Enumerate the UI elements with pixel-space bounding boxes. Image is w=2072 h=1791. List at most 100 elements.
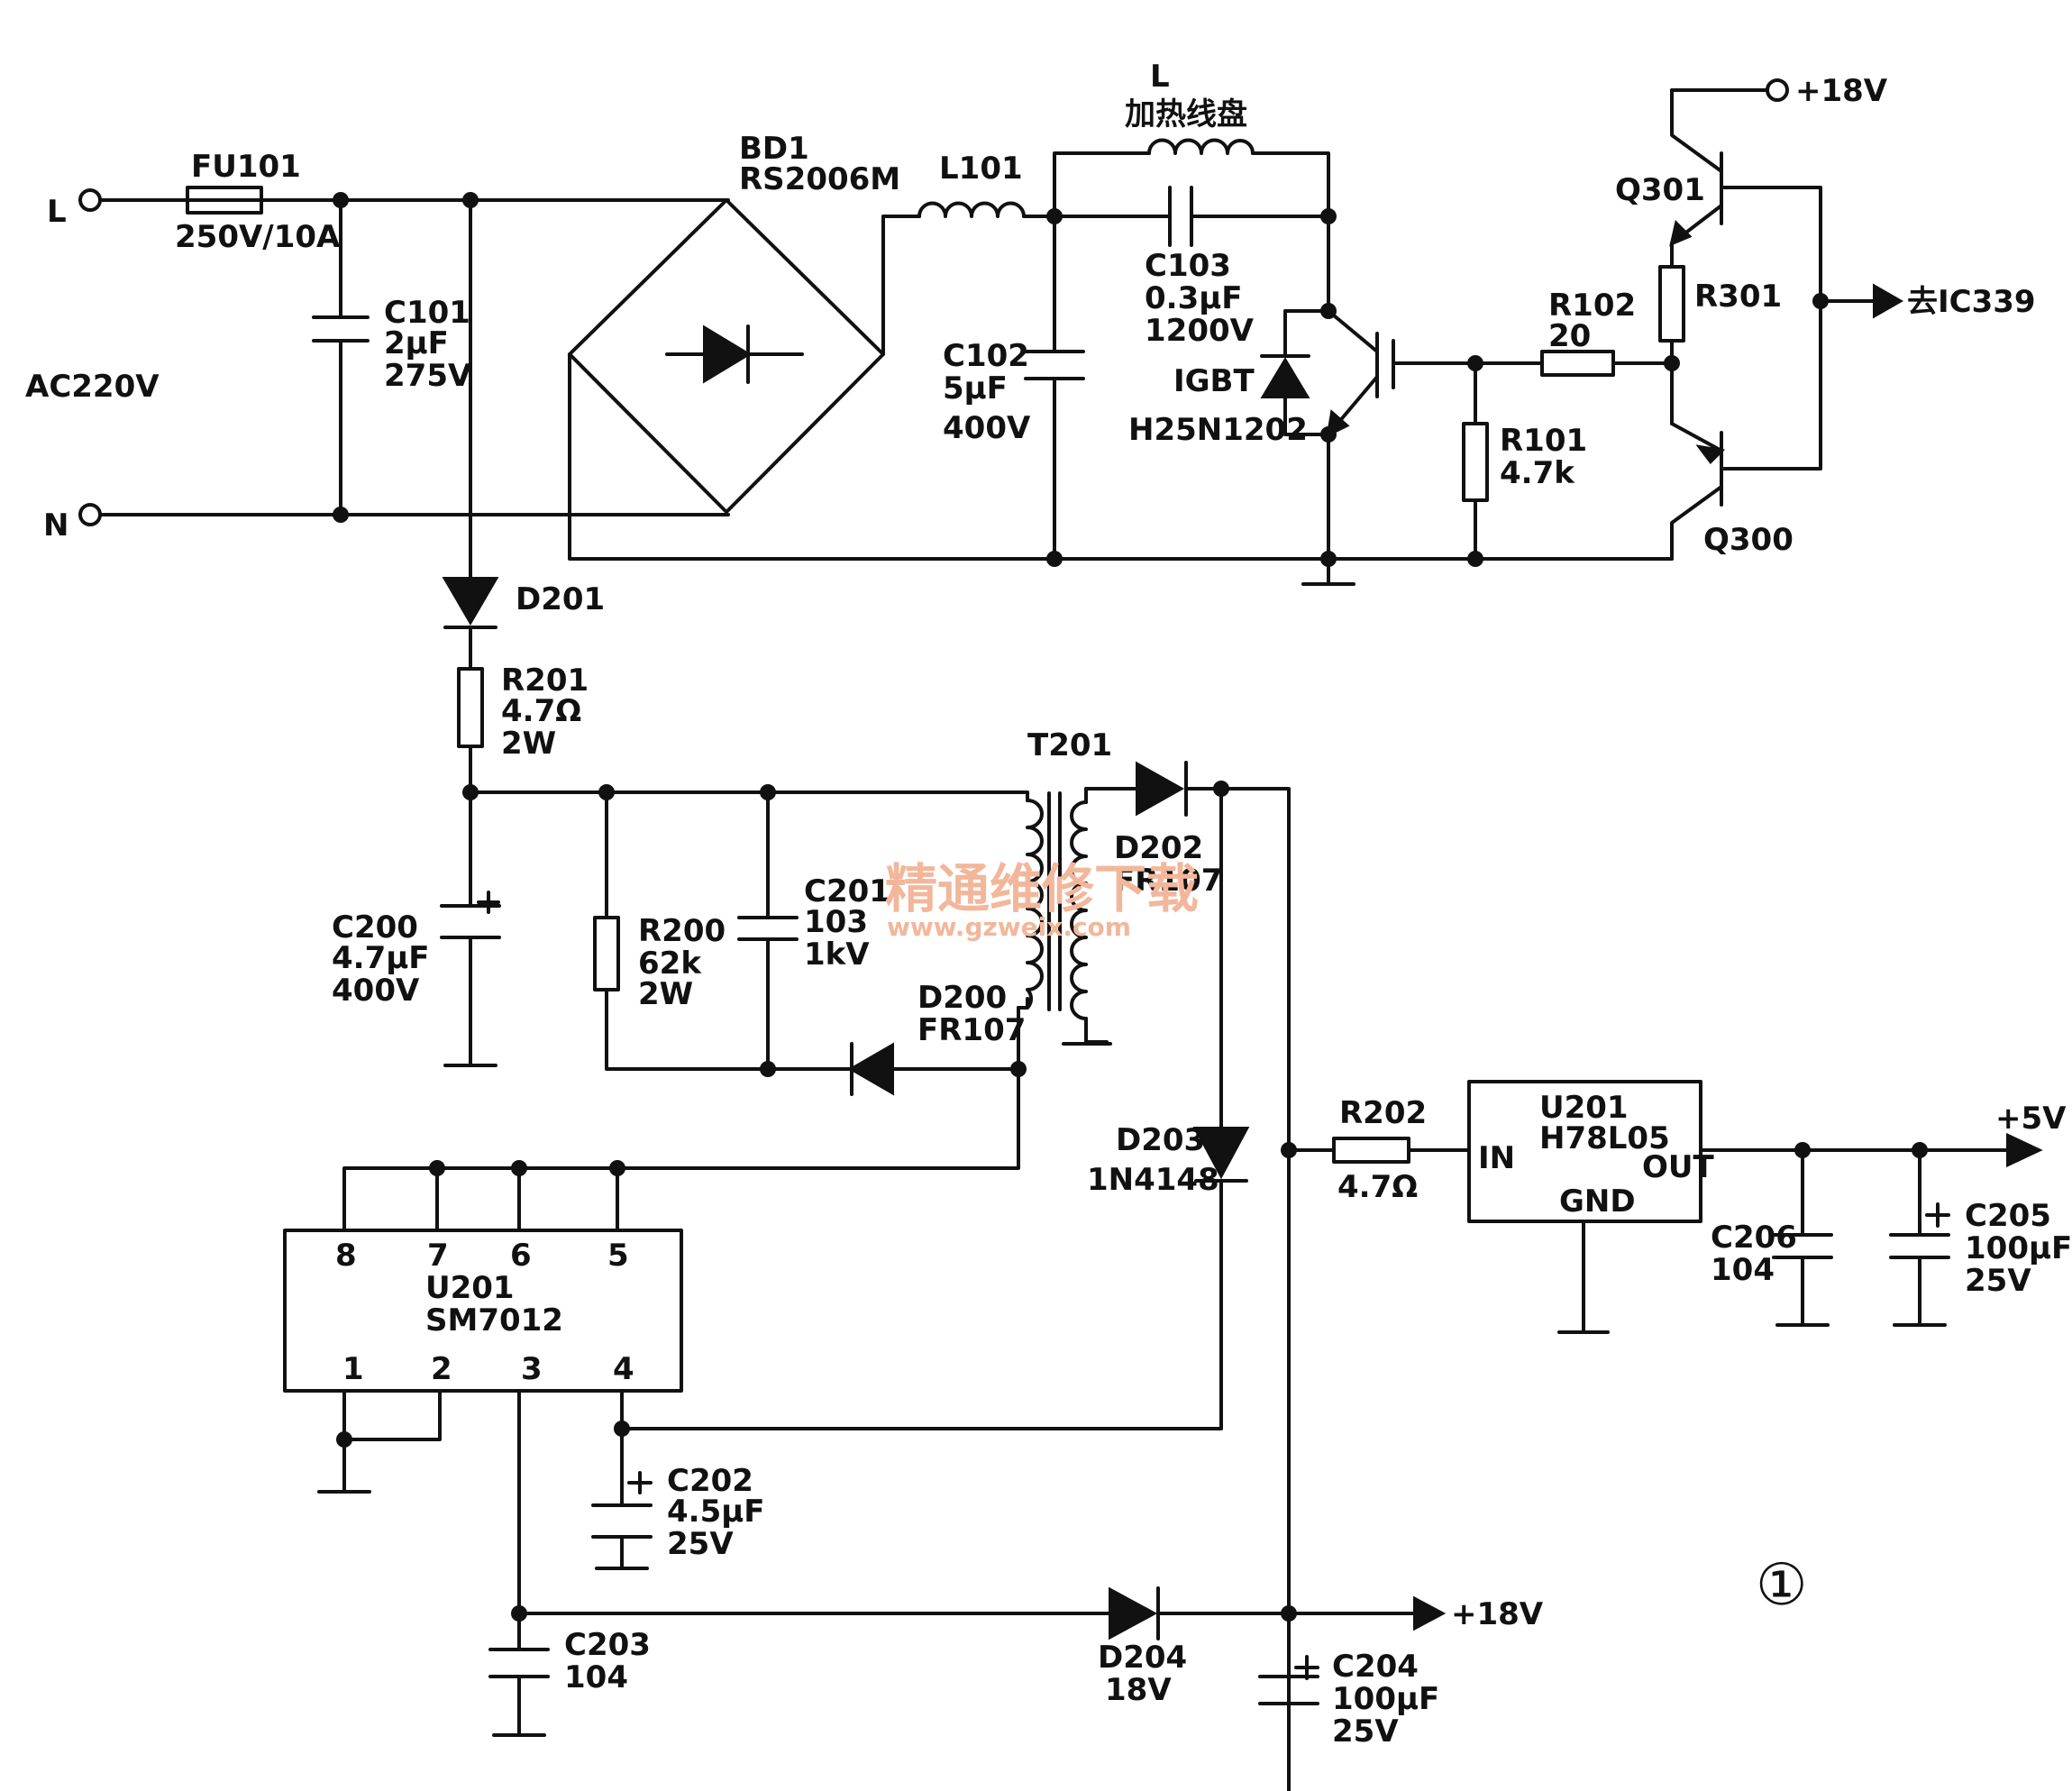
wires [99,88,2010,1791]
svg-text:D204: D204 [1098,1640,1187,1676]
capacitor-c205: C205 100μF 25V [1889,1198,2072,1327]
inductor-l101: L101 [917,151,1026,218]
svg-text:104: 104 [564,1659,628,1695]
svg-text:25V: 25V [1965,1263,2031,1299]
svg-text:SM7012: SM7012 [425,1302,563,1339]
svg-text:RS2006M: RS2006M [739,161,900,197]
svg-text:4.7Ω: 4.7Ω [1337,1169,1418,1205]
svg-text:BD1: BD1 [739,131,809,167]
svg-text:4.5μF: 4.5μF [667,1494,764,1530]
svg-text:R102: R102 [1548,288,1636,324]
resistor-r202: R202 4.7Ω [1332,1095,1427,1205]
svg-text:C101: C101 [384,295,470,331]
svg-text:D203: D203 [1116,1122,1205,1158]
capacitor-c103: C103 0.3μF 1200V [1145,186,1255,349]
supply-18v-arrow: +18V [1413,1595,1544,1632]
svg-text:1: 1 [342,1351,364,1387]
diode-d201: D201 [442,577,605,629]
resistor-r200: R200 62k 2W [593,913,726,1012]
svg-text:C200: C200 [332,909,418,946]
svg-text:C205: C205 [1965,1198,2051,1234]
svg-text:5: 5 [607,1238,629,1274]
resistor-r101: R101 4.7k [1462,422,1587,502]
capacitor-c202: C202 4.5μF 25V [591,1463,764,1570]
terminal-l: L [47,188,102,230]
svg-text:2: 2 [431,1351,452,1387]
capacitor-c101: C101 2μF 275V [312,295,472,394]
svg-text:FR107: FR107 [1114,863,1222,899]
svg-text:T201: T201 [1027,727,1112,763]
svg-text:R201: R201 [501,662,589,699]
diode-d200: D200 FR107 [848,980,1026,1096]
watermark: 精通维修下载 www.gzweix.com [885,858,1199,942]
igbt-transistor: IGBT H25N1202 [1128,309,1395,448]
bridge-rectifier-bd1: BD1 RS2006M [568,131,900,514]
svg-text:1200V: 1200V [1145,313,1255,349]
svg-text:C203: C203 [564,1627,651,1663]
svg-text:62k: 62k [638,946,702,982]
svg-text:H25N1202: H25N1202 [1128,412,1308,448]
svg-text:+5V: +5V [1995,1101,2067,1137]
svg-text:250V/10A: 250V/10A [175,219,341,255]
svg-text:20: 20 [1548,318,1591,354]
svg-text:Q300: Q300 [1703,522,1794,558]
transistor-q300: Q300 [1670,422,1794,561]
resistor-r102: R102 20 [1540,288,1636,377]
diode-d204: D204 18V [1098,1586,1187,1708]
svg-text:100μF: 100μF [1965,1230,2072,1266]
capacitor-c201: C201 103 1kV [737,873,890,973]
svg-text:C201: C201 [804,873,890,909]
fuse-fu101: FU101 250V/10A [175,149,341,255]
svg-text:D201: D201 [516,581,605,617]
svg-text:U201: U201 [1539,1090,1629,1126]
figure-number: ① [1756,1552,1807,1619]
supply-18v-top: +18V [1766,73,1888,109]
svg-text:3: 3 [521,1351,543,1387]
svg-text:8: 8 [335,1238,357,1274]
svg-text:GND: GND [1559,1183,1636,1220]
to-ic339-arrow: 去IC339 [1873,283,2036,320]
transistor-q301: Q301 [1615,88,1723,247]
svg-text:D202: D202 [1114,830,1203,866]
svg-text:4.7μF: 4.7μF [332,940,429,976]
ic-u201-sm7012: 8 7 6 5 U201 SM7012 1 2 3 4 [283,1229,683,1393]
svg-text:H78L05: H78L05 [1539,1120,1670,1156]
svg-text:IGBT: IGBT [1173,363,1255,399]
ac-input-label: AC220V [25,369,160,405]
svg-text:C202: C202 [667,1463,753,1499]
svg-text:2W: 2W [501,726,556,762]
svg-text:5μF: 5μF [943,370,1008,407]
svg-text:R202: R202 [1339,1095,1427,1131]
svg-text:FR107: FR107 [917,1012,1026,1048]
svg-text:+18V: +18V [1795,73,1888,109]
svg-text:6: 6 [510,1238,532,1274]
svg-text:C204: C204 [1332,1649,1419,1685]
svg-text:103: 103 [804,904,868,940]
svg-text:L: L [47,194,67,230]
svg-text:18V: 18V [1105,1672,1172,1708]
svg-text:7: 7 [427,1238,449,1274]
svg-text:2W: 2W [638,976,693,1012]
svg-text:C103: C103 [1145,248,1231,284]
svg-text:4: 4 [613,1351,634,1387]
svg-text:25V: 25V [667,1526,734,1562]
regulator-u201-h78l05: U201 H78L05 IN OUT GND [1467,1080,1715,1334]
svg-text:1N4148: 1N4148 [1087,1162,1219,1198]
svg-text:R301: R301 [1694,279,1782,315]
heating-coil: L 加热线盘 [1125,59,1255,155]
capacitor-c206: C206 104 [1711,1220,1833,1327]
svg-text:U201: U201 [425,1270,515,1306]
svg-text:104: 104 [1711,1252,1775,1288]
svg-text:275V: 275V [384,358,472,394]
svg-text:R101: R101 [1500,423,1587,459]
capacitor-c203: C203 104 [488,1627,651,1737]
svg-text:2μF: 2μF [384,325,449,361]
svg-text:R200: R200 [638,913,726,949]
svg-text:Q301: Q301 [1615,172,1705,208]
svg-text:IN: IN [1478,1140,1515,1176]
svg-text:25V: 25V [1332,1713,1399,1750]
supply-5v-arrow: +5V [1995,1101,2067,1168]
svg-text:C102: C102 [943,338,1029,374]
capacitor-c200: C200 4.7μF 400V [332,891,501,1067]
